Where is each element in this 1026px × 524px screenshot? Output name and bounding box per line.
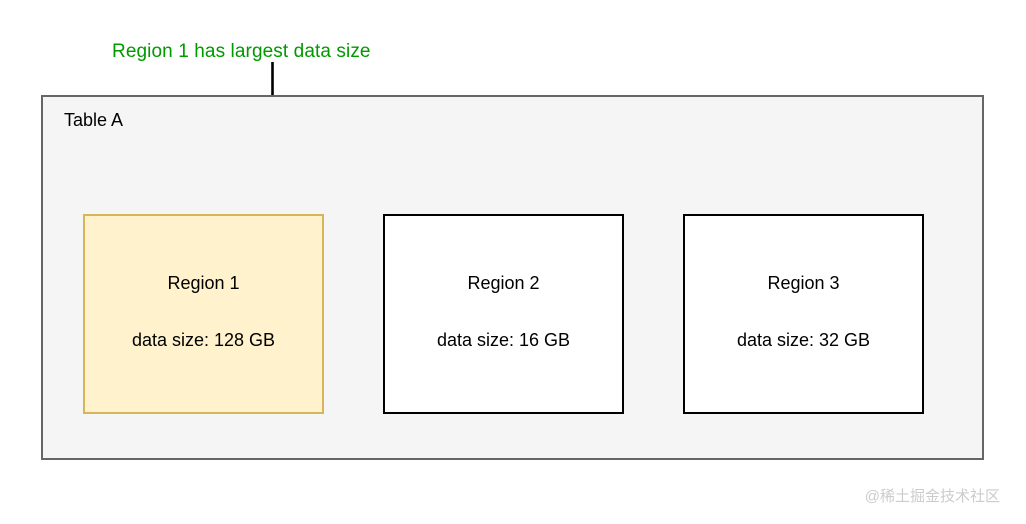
- region-data-size: data size: 32 GB: [736, 330, 871, 350]
- annotation-label: Region 1 has largest data size: [112, 41, 371, 62]
- region-box-3[interactable]: Region 3 data size: 32 GB: [683, 214, 924, 414]
- region-box-1[interactable]: Region 1 data size: 128 GB: [83, 214, 324, 414]
- region-data-size: data size: 16 GB: [436, 330, 571, 350]
- region-name: Region 3: [767, 273, 840, 293]
- table-a-container: Table A Region 1 data size: 128 GB Regio…: [41, 95, 984, 460]
- region-box-2[interactable]: Region 2 data size: 16 GB: [383, 214, 624, 414]
- region-name: Region 1: [167, 273, 240, 293]
- watermark: @稀土掘金技术社区: [864, 488, 1000, 505]
- region-data-size: data size: 128 GB: [131, 330, 276, 350]
- table-title: Table A: [64, 110, 124, 130]
- region-name: Region 2: [467, 273, 540, 293]
